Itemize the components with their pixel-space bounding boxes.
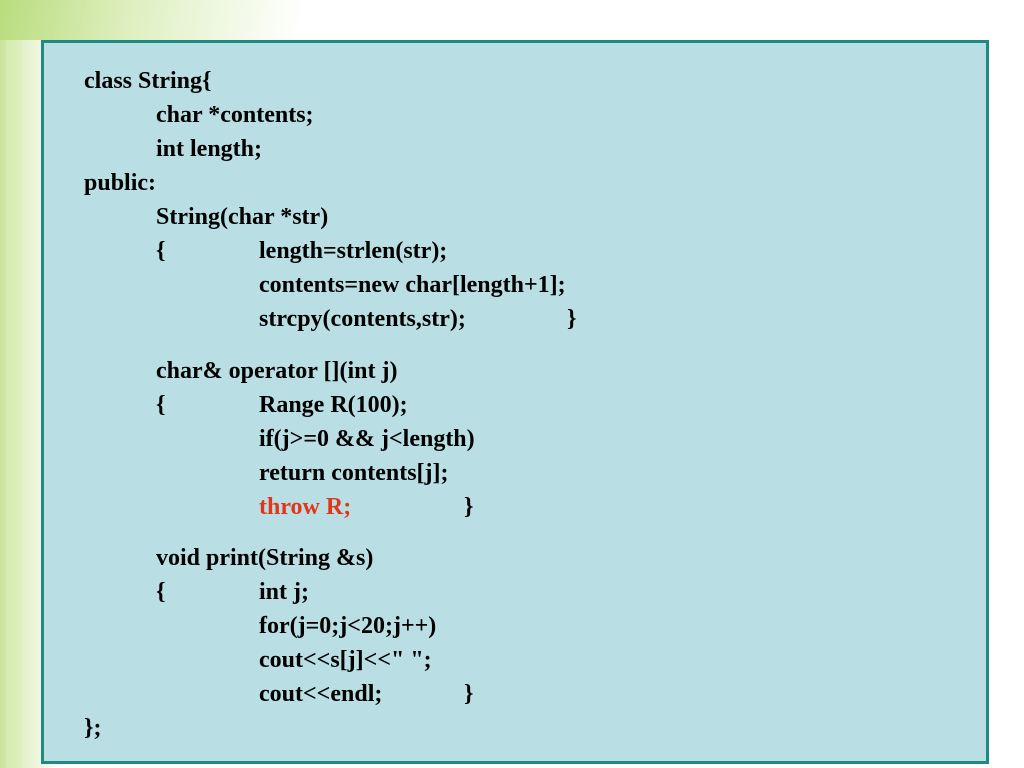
code-line: int length; [156, 136, 263, 162]
code-brace: } [567, 306, 577, 332]
code-line: class String{ [84, 68, 212, 94]
code-line: }; [84, 715, 102, 741]
code-line: char& operator [](int j) [156, 358, 398, 384]
code-line: length=strlen(str); [259, 238, 448, 264]
code-line: char *contents; [156, 102, 314, 128]
code-line: return contents[j]; [259, 460, 449, 486]
code-line: for(j=0;j<20;j++) [259, 613, 437, 639]
code-line-highlighted: throw R; [259, 494, 352, 520]
background-stripe [22, 0, 28, 768]
code-line: public: [84, 170, 157, 196]
code-line: cout<<endl; [259, 681, 383, 707]
code-line: String(char *str) [156, 204, 329, 230]
code-brace: } [464, 494, 474, 520]
code-line: Range R(100); [259, 392, 408, 418]
code-brace: { [156, 238, 166, 264]
code-line: strcpy(contents,str); [259, 306, 466, 332]
code-brace: } [464, 681, 474, 707]
background-top-accent [0, 0, 300, 40]
code-brace: { [156, 579, 166, 605]
background-stripe [6, 0, 16, 768]
code-line: int j; [259, 579, 309, 605]
code-line: void print(String &s) [156, 545, 374, 571]
code-panel: class String{ char *contents; int length… [41, 40, 989, 764]
code-line: contents=new char[length+1]; [259, 272, 566, 298]
code-line: cout<<s[j]<<" "; [259, 647, 432, 673]
code-line: if(j>=0 && j<length) [259, 426, 475, 452]
code-brace: { [156, 392, 166, 418]
